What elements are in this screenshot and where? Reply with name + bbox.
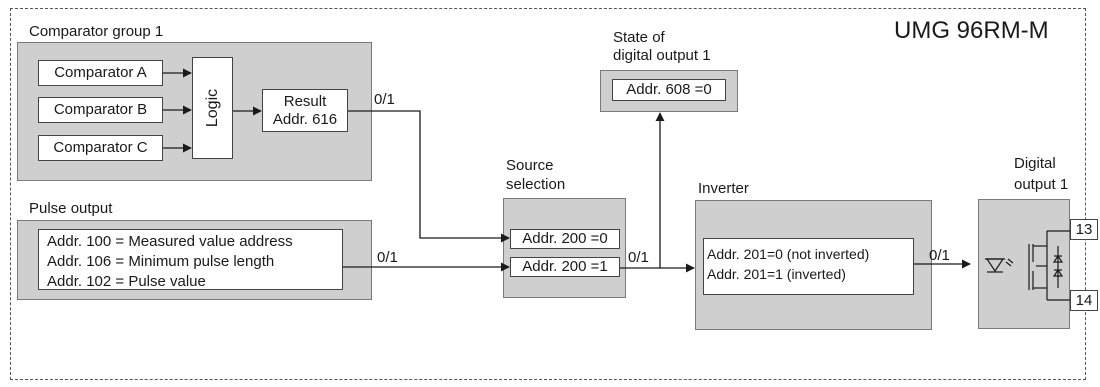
signal-label-pulse: 0/1 [377, 249, 398, 266]
arrow-result-to-source [348, 110, 510, 243]
digital-output-title-line2: output 1 [1014, 176, 1069, 193]
mosfet-switch-symbol [1028, 230, 1070, 301]
inverter-title: Inverter [698, 180, 749, 197]
inverter-box: Addr. 201=0 (not inverted) Addr. 201=1 (… [703, 238, 914, 295]
source-option-0: Addr. 200 =0 [522, 230, 608, 247]
terminal-14-label: 14 [1075, 291, 1093, 309]
comparator-c-box: Comparator C [38, 135, 163, 161]
signal-label-result: 0/1 [374, 91, 395, 108]
signal-label-inverter: 0/1 [929, 247, 950, 264]
device-frame [10, 8, 1086, 380]
device-title: UMG 96RM-M [894, 17, 1049, 44]
comparator-b-label: Comparator B [53, 101, 148, 118]
result-label: Result [283, 92, 327, 110]
state-value: Addr. 608 =0 [626, 81, 712, 98]
state-title-line1: State of [613, 29, 665, 46]
state-title-line2: digital output 1 [613, 47, 711, 64]
digital-output-title-line1: Digital [1014, 155, 1056, 172]
comparator-b-box: Comparator B [38, 97, 163, 123]
comparator-a-box: Comparator A [38, 60, 163, 86]
terminal-13-label: 13 [1075, 220, 1093, 238]
source-option-1-box: Addr. 200 =1 [510, 257, 620, 277]
pulse-line-3: Addr. 102 = Pulse value [47, 273, 206, 290]
digital-output-panel [978, 199, 1070, 329]
comparator-c-label: Comparator C [53, 139, 148, 156]
terminal-13: 13 [1070, 219, 1098, 240]
pulse-line-1: Addr. 100 = Measured value address [47, 233, 293, 250]
pulse-output-title: Pulse output [29, 200, 113, 217]
comparator-a-label: Comparator A [54, 64, 147, 81]
result-box: Result Addr. 616 [262, 89, 348, 132]
inverter-line-2: Addr. 201=1 (inverted) [707, 266, 846, 282]
pulse-output-box: Addr. 100 = Measured value address Addr.… [38, 229, 343, 290]
comparator-group-title: Comparator group 1 [29, 23, 164, 40]
terminal-14: 14 [1070, 290, 1098, 311]
logic-box: Logic [192, 57, 233, 159]
source-title-line2: selection [506, 176, 566, 193]
signal-label-source: 0/1 [628, 249, 649, 266]
led-symbol [985, 258, 1014, 273]
result-address: Addr. 616 [272, 110, 338, 128]
pulse-line-2: Addr. 106 = Minimum pulse length [47, 253, 275, 270]
source-option-1: Addr. 200 =1 [522, 258, 608, 275]
state-value-box: Addr. 608 =0 [612, 79, 726, 101]
source-option-0-box: Addr. 200 =0 [510, 229, 620, 249]
source-title-line1: Source [506, 157, 554, 174]
inverter-line-1: Addr. 201=0 (not inverted) [707, 246, 870, 262]
